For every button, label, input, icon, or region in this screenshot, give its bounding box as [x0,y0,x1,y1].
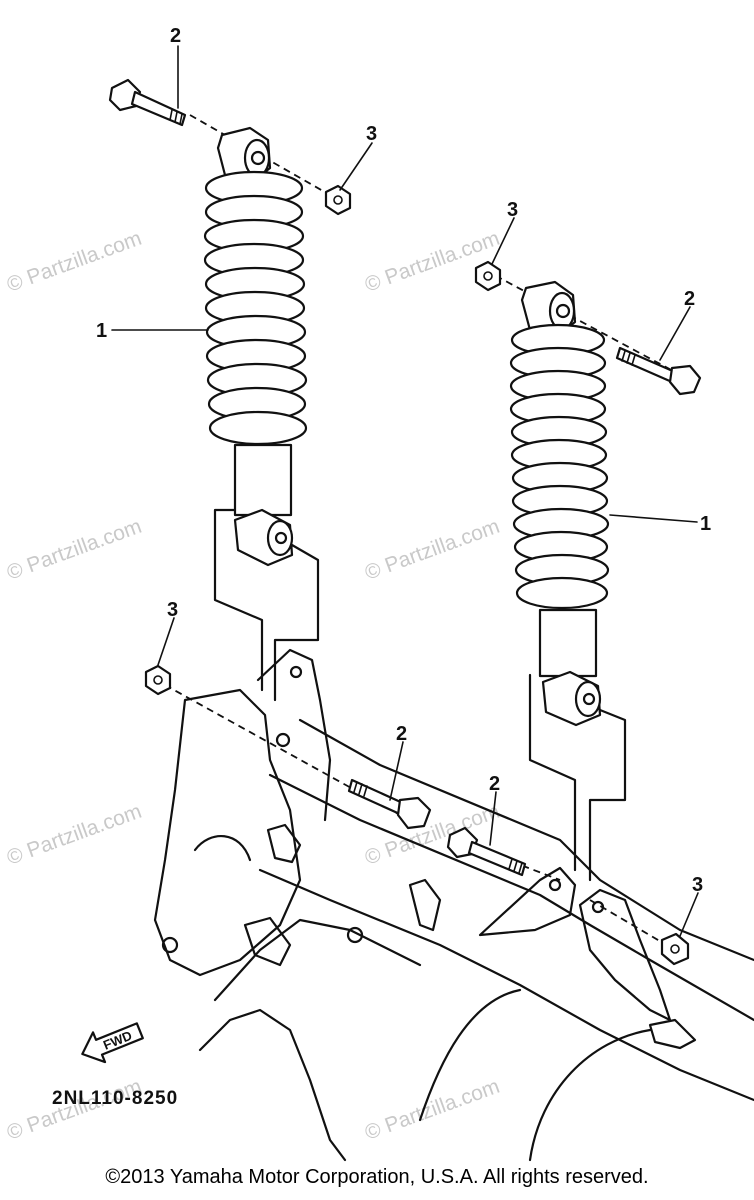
callout-right-shock: 1 [700,513,711,535]
bolt-center-right [446,826,527,877]
diagram-code: 2NL110-8250 [52,1088,178,1109]
right-shock-absorber [509,280,627,882]
watermark: © Partzilla.com [4,227,145,297]
callout-left-nut-bottom: 3 [167,599,178,621]
callout-center-bolt-left: 2 [396,723,407,745]
left-shock-absorber [203,126,320,702]
copyright-notice: ©2013 Yamaha Motor Corporation, U.S.A. A… [105,1166,649,1188]
watermark: © Partzilla.com [4,1075,145,1145]
callout-right-nut-top: 3 [507,199,518,221]
bolt-top-right [615,346,702,396]
frame [153,648,754,1162]
nut-bottom-left [144,664,172,696]
callout-right-nut-bottom: 3 [692,874,703,896]
bolt-top-left [108,78,187,127]
callout-left-nut-top: 3 [366,123,377,145]
callout-center-bolt-right: 2 [489,773,500,795]
spring-coils-right [509,323,610,610]
bolt-center-left [347,778,432,830]
nut-top-left [324,184,352,216]
leader-lines [111,45,699,937]
callout-left-shock: 1 [96,320,107,342]
nut-top-right [474,260,502,292]
callouts: 2 3 1 3 2 1 3 2 2 3 [96,25,711,896]
watermark: © Partzilla.com [362,515,503,585]
callout-right-bolt-top: 2 [684,288,695,310]
fwd-arrow: FWD [81,1022,144,1064]
spring-coils-left [203,170,308,446]
watermark: © Partzilla.com [4,800,145,870]
callout-left-bolt-top: 2 [170,25,181,47]
watermark: © Partzilla.com [4,515,145,585]
nut-bottom-right [660,932,690,966]
